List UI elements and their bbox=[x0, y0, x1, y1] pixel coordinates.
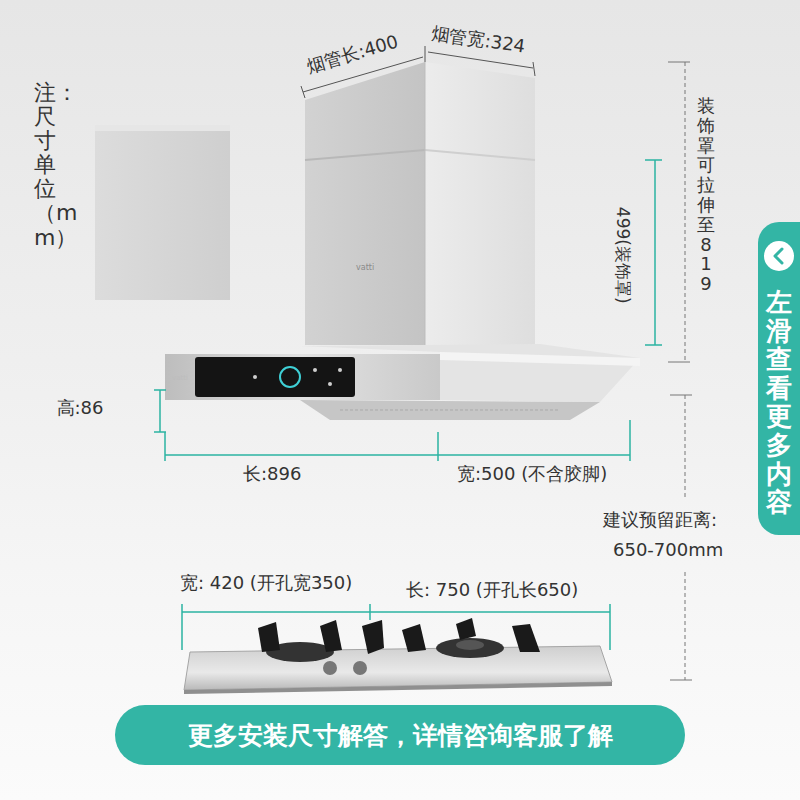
display-ring bbox=[280, 367, 300, 387]
dimension-tick bbox=[437, 432, 439, 461]
dimension-dashed bbox=[685, 572, 686, 680]
banner-text: 更多安装尺寸解答，详情咨询客服了解 bbox=[188, 719, 613, 752]
dimension-tick bbox=[670, 395, 692, 396]
dimension-tick bbox=[645, 159, 662, 161]
control-display bbox=[195, 357, 355, 397]
stove-edge bbox=[184, 682, 612, 694]
icon-circle bbox=[764, 241, 794, 271]
hood-filter bbox=[300, 400, 600, 420]
touch-key bbox=[313, 368, 317, 372]
dimension-tick bbox=[154, 389, 166, 391]
chimney-edge bbox=[425, 62, 426, 345]
hood-front-panel bbox=[165, 354, 440, 400]
dimension-label: 装饰罩可拉伸至819 bbox=[697, 96, 715, 294]
info-banner: 更多安装尺寸解答，详情咨询客服了解 bbox=[115, 705, 685, 765]
dimension-tick bbox=[181, 604, 183, 650]
dimension-tick bbox=[609, 604, 611, 650]
dimension-dashed bbox=[685, 395, 686, 498]
knob bbox=[323, 661, 337, 675]
arrow-icon bbox=[763, 240, 795, 272]
note-label: 650-700mm bbox=[613, 539, 723, 561]
hood-top-edge bbox=[440, 352, 640, 366]
dimension-label: 高:86 bbox=[57, 397, 104, 419]
dimension-tick bbox=[668, 62, 690, 63]
dimension-line bbox=[165, 454, 630, 456]
dimension-label: 499(装饰罩) bbox=[612, 207, 632, 304]
wall-cabinet bbox=[95, 125, 230, 300]
burner-cap bbox=[456, 640, 484, 650]
dimension-tick bbox=[668, 362, 690, 363]
pan-support bbox=[362, 620, 384, 654]
chimney-front bbox=[305, 62, 425, 345]
chimney-joint bbox=[305, 150, 425, 160]
icon-chevron bbox=[775, 249, 782, 263]
tab-text: 左滑查看更多内容 bbox=[766, 288, 792, 517]
pan-support bbox=[456, 618, 476, 640]
note-label: 建议预留距离: bbox=[603, 509, 717, 531]
dimension-line bbox=[654, 160, 656, 345]
dimension-label: 宽: 420 (开孔宽350) bbox=[180, 572, 352, 594]
dimension-tick bbox=[629, 420, 631, 461]
touch-key bbox=[338, 368, 342, 372]
dimension-label: 烟管宽:324 bbox=[430, 23, 527, 58]
dimension-tick bbox=[645, 344, 662, 346]
touch-key bbox=[328, 382, 332, 386]
dimension-line bbox=[159, 390, 161, 432]
pan-support bbox=[512, 624, 540, 652]
dimension-dashed bbox=[685, 62, 686, 362]
chimney-joint bbox=[425, 150, 535, 160]
brand-mark: vatti bbox=[356, 263, 374, 273]
brand-mark: vatti bbox=[172, 374, 188, 382]
pan-support bbox=[258, 622, 280, 652]
dimension-label: 烟管长:400 bbox=[304, 30, 401, 77]
dimension-tick bbox=[164, 432, 166, 461]
touch-key bbox=[253, 375, 257, 379]
filter-grille bbox=[340, 410, 560, 411]
dimension-tick bbox=[154, 431, 166, 433]
dimension-line bbox=[182, 611, 610, 613]
dimension-label: 长:896 bbox=[243, 463, 301, 485]
dimension-label: 长: 750 (开孔长650) bbox=[406, 579, 578, 601]
pan-support bbox=[320, 620, 342, 652]
unit-note: 注：尺寸单位（mm） bbox=[34, 81, 56, 250]
dimension-tick bbox=[670, 680, 692, 681]
pan-support bbox=[402, 624, 426, 652]
dimension-tick bbox=[369, 604, 371, 620]
dimension-tick bbox=[425, 46, 426, 62]
burner bbox=[436, 638, 504, 658]
dimension-label: 宽:500 (不含胶脚) bbox=[457, 463, 607, 485]
dimension-tick bbox=[533, 62, 535, 76]
dimension-tick bbox=[301, 86, 305, 98]
knob bbox=[353, 661, 367, 675]
side-tab: 左滑查看更多内容 bbox=[758, 222, 800, 535]
cabinet-edge bbox=[95, 125, 230, 131]
chimney-side bbox=[425, 62, 535, 345]
